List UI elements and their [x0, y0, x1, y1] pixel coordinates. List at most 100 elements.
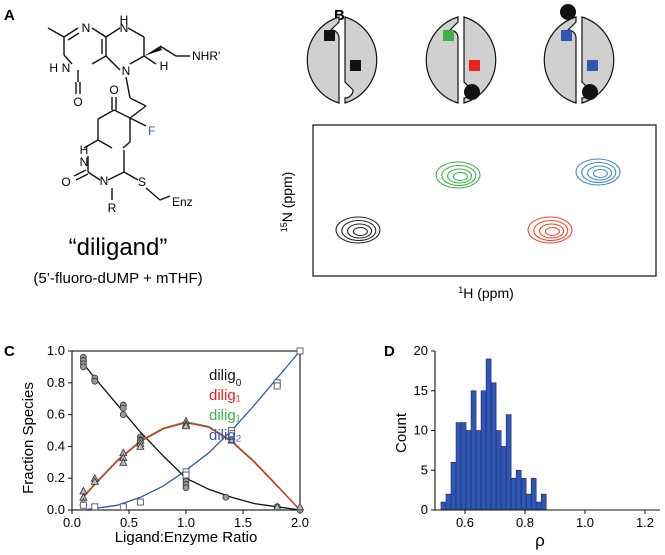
y-tick-label: 0.6 — [47, 407, 65, 422]
atom-labels: N H N H N N O H NHR' O F O H N N R S Enz — [49, 13, 220, 215]
histogram-bar — [450, 461, 457, 511]
legend-entry-subscript: 0 — [236, 378, 242, 389]
peak-contour — [533, 219, 569, 242]
atom-fluorine: F — [148, 124, 155, 138]
wedge-bond — [144, 46, 162, 56]
histogram-bar — [455, 422, 462, 511]
diligand-title: “diligand” — [69, 234, 168, 261]
panel-b: B 1H (ppm) 15N (ppm) — [279, 4, 657, 301]
probe-square-right — [469, 60, 480, 71]
x-tick-label: 2.0 — [291, 515, 309, 530]
legend-entry-name: dilig₁ — [209, 387, 241, 404]
atom-h-dump: H — [80, 143, 89, 157]
nmr-y-axis-label: 15N (ppm) — [279, 172, 295, 233]
legend-entry-3: dilig₂ — [209, 427, 242, 444]
legend-entry-name: dilig₁ — [209, 407, 241, 424]
marker-square — [119, 503, 127, 511]
atom-n5: N — [122, 64, 131, 78]
histogram-bar — [475, 430, 482, 511]
marker-circle — [222, 493, 230, 501]
bound-ligand-top — [560, 4, 576, 20]
peak-contour — [581, 161, 617, 184]
atom-n1: N — [82, 21, 91, 35]
probe-square-right — [350, 60, 361, 71]
histogram-bar — [520, 477, 527, 511]
enzyme-monomer-left — [425, 16, 459, 104]
nmr-peak-3 — [575, 158, 621, 186]
peak-contour — [592, 168, 608, 179]
histogram-bar — [540, 493, 547, 511]
titration-x-axis-label: Ligand:Enzyme Ratio — [115, 529, 258, 546]
histogram-bar — [465, 430, 472, 511]
peak-contour — [452, 171, 468, 182]
peak-contour — [527, 216, 573, 244]
marker-square — [136, 498, 144, 506]
panel-c-letter: C — [4, 343, 15, 360]
histogram-bar — [485, 358, 492, 511]
histogram-bar — [510, 477, 517, 511]
atom-n-top: N — [120, 21, 129, 35]
peak-contour — [335, 216, 381, 244]
methyl-bond — [47, 27, 65, 38]
atom-h-top: H — [120, 13, 129, 27]
panel-d-letter: D — [384, 343, 395, 360]
probe-square-right — [587, 60, 598, 71]
peak-contour — [575, 158, 621, 186]
peak-contour — [352, 226, 368, 237]
x-tick-label: 1.0 — [177, 515, 195, 530]
marker-triangle — [181, 421, 191, 430]
histogram-bar — [480, 390, 487, 511]
histogram-y-axis-label: Count — [393, 412, 410, 453]
bound-ligand-bottom — [582, 84, 598, 100]
enzyme-dimer-3 — [543, 4, 615, 104]
panel-a: A — [4, 7, 220, 287]
histogram-bars — [440, 358, 547, 511]
peak-contour — [587, 165, 613, 181]
y-tick-label: 0.2 — [47, 470, 65, 485]
enzyme-states — [306, 4, 615, 104]
x-tick-label: 0.0 — [63, 515, 81, 530]
peak-contour — [441, 164, 477, 187]
y-tick-label: 0.4 — [47, 438, 65, 453]
legend-entry-name: dilig₂ — [209, 427, 242, 444]
marker-triangle — [273, 502, 282, 511]
y-tick-label: 0 — [421, 502, 428, 517]
atom-s: S — [138, 175, 146, 189]
enzyme-monomer-left — [306, 16, 340, 104]
atom-stereo-h: H — [160, 59, 169, 73]
panel-a-letter: A — [4, 7, 15, 24]
atom-n3: N — [62, 61, 71, 75]
histogram-bar — [440, 501, 447, 511]
diligand-subtitle: (5’-fluoro-dUMP + mTHF) — [33, 270, 202, 287]
y-tick-label: 20 — [414, 343, 428, 358]
peak-contour — [435, 161, 481, 189]
histogram-bar — [495, 430, 502, 511]
probe-square-left — [443, 30, 454, 41]
series-line-3 — [83, 350, 301, 511]
x-tick-label: 1.5 — [234, 515, 252, 530]
histogram-bar — [500, 446, 507, 511]
titration-y-axis-label: Fraction Species — [20, 382, 37, 494]
marker-circle — [119, 411, 127, 419]
enzyme-dimer-1 — [306, 16, 378, 104]
nmr-peak-1 — [335, 216, 381, 244]
histogram-x-axis-label: ρ — [535, 531, 545, 550]
y-tick-label: 0.0 — [47, 502, 65, 517]
x-tick-label: 1.2 — [636, 515, 654, 530]
legend-entry-0: dilig0 — [209, 367, 242, 389]
marker-triangle — [90, 477, 99, 485]
legend-entry-2: dilig₁ — [209, 407, 241, 424]
atom-r: R — [108, 201, 117, 215]
peak-contour — [544, 226, 560, 237]
marker-circle — [119, 404, 127, 412]
legend-entry-name: dilig — [209, 367, 236, 384]
x-tick-label: 0.5 — [120, 515, 138, 530]
marker-square — [91, 503, 99, 511]
atom-o-top: O — [109, 83, 118, 97]
probe-square-left — [561, 30, 572, 41]
marker-triangle — [119, 457, 128, 466]
